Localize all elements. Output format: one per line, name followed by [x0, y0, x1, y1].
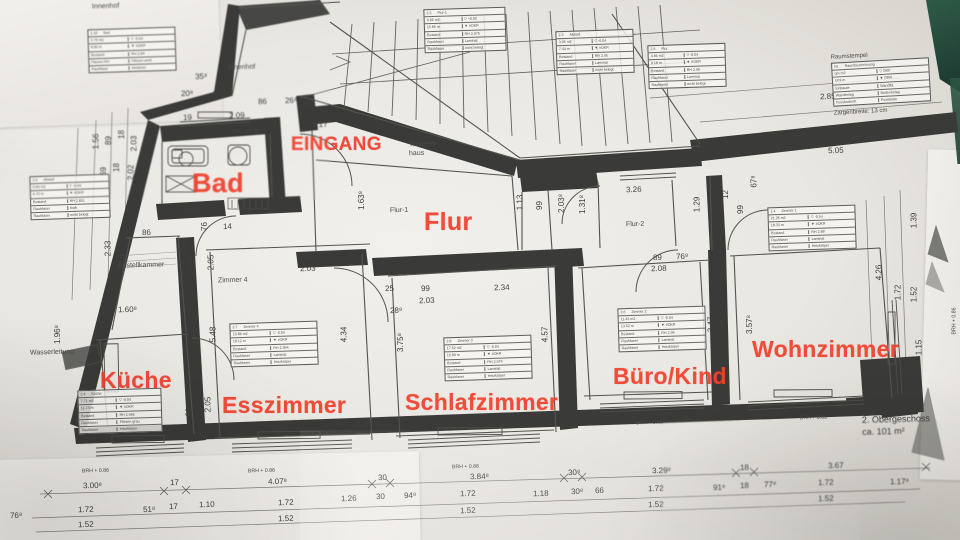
- dimension-dim-25: 25: [384, 283, 395, 294]
- dimension-dim-86: 86: [141, 227, 152, 238]
- dimension-dim-19: 19: [182, 112, 193, 123]
- plan-label-treppenhaus-2: haus: [408, 149, 425, 158]
- dimension-dim-326: 3.26: [625, 184, 642, 195]
- dimension-dim-217: 2.17: [311, 119, 328, 130]
- dimension-dim-99c: 99⁸: [301, 251, 315, 262]
- dimension-dim-234: 2.34: [493, 282, 510, 293]
- brh-label-brh-3: BRH + 0.86: [451, 463, 480, 471]
- dimension-dim-375: 3.75⁸: [395, 333, 405, 352]
- dimension-dim-77: 77⁸: [346, 254, 356, 267]
- red-label-esszimmer: Esszimmer: [222, 392, 346, 419]
- dimension-dim-152r: 1.52: [909, 286, 919, 303]
- dimension-dim-115: 1.15: [914, 339, 924, 356]
- dimension-dim-76a: 76: [199, 222, 209, 231]
- dimension-dim-89a: 89⁸: [187, 256, 197, 269]
- dimension-dim-86top: 86: [257, 96, 268, 107]
- dimension-dim-197: 1.97⁸: [180, 238, 190, 257]
- dimension-dim-18: 18: [302, 98, 313, 109]
- dimension-dim-347: 3.47: [706, 316, 716, 333]
- red-label-flur: Flur: [424, 208, 473, 236]
- dimension-dim-163: 1.63⁸: [356, 191, 366, 210]
- plan-label-innenhof-1: Innenhof: [91, 2, 120, 11]
- dimension-dim-129: 1.29: [692, 196, 702, 213]
- dimension-dim-28: 28⁸: [389, 305, 403, 316]
- dimension-dim-99b: 99: [735, 205, 745, 214]
- dimension-dim-18t2: 18: [111, 163, 121, 172]
- dimension-dim-20: 20⁸: [180, 88, 194, 99]
- brh-label-brh-right: BRH + 0.86: [951, 307, 958, 335]
- dimension-dim-203t: 2.03: [129, 135, 139, 152]
- dimension-dim-160: 1.60⁸: [117, 304, 138, 315]
- plan-label-treppenhaus-1: Treppen-: [408, 140, 438, 149]
- plan-label-flur-1: Flur-1: [389, 206, 409, 215]
- dimension-dim-205a: 2.05: [206, 254, 216, 271]
- red-label-schlafzimmer: Schlafzimmer: [405, 389, 559, 415]
- dimchain-mid-c2-948: 94⁸: [403, 490, 417, 501]
- dimension-dim-202: 2.02: [126, 164, 136, 181]
- shadow-bottom-right: [600, 370, 960, 540]
- dimchain-mid-c2-30: 30: [375, 491, 386, 502]
- dimension-dim-255: 2.55⁸: [182, 205, 203, 216]
- dimension-dim-89b: 89: [652, 252, 663, 263]
- dimension-dim-99a: 99: [534, 201, 544, 210]
- dimension-dim-99d: 99: [420, 283, 431, 294]
- brh-label-brh-top: BRH + 0.86: [231, 128, 260, 136]
- dimension-dim-233: 2.33: [103, 240, 113, 257]
- dimension-dim-172r: 1.72: [893, 284, 903, 301]
- dimension-dim-113: 1.13: [515, 194, 525, 211]
- dimension-dim-203a: 2.03⁸: [556, 194, 566, 213]
- plan-label-abstellkammer: Abstellkammer: [117, 261, 165, 270]
- plan-label-innenhof-2: Innenhof: [227, 63, 256, 72]
- dimchain-mid-c2-118: 1.18: [532, 488, 549, 499]
- dimension-dim-14: 14: [222, 221, 233, 232]
- dimension-dim-87: 87⁸: [212, 88, 226, 99]
- dimension-dim-203b: 2.03: [299, 263, 316, 274]
- dimension-dim-76b: 76⁸: [675, 251, 689, 262]
- red-label-eingang: EINGANG: [291, 134, 382, 155]
- dimension-dim-203c: 2.03: [418, 295, 435, 306]
- dimension-dim-35a: 35⁸: [194, 71, 208, 82]
- dimension-dim-67: 67⁸: [749, 175, 759, 188]
- dimension-dim-12: 12: [720, 190, 730, 199]
- dimension-dim-139: 1.39: [909, 212, 919, 229]
- dimension-dim-18t: 18: [116, 130, 126, 139]
- dimension-dim-209: 2.09: [228, 110, 245, 121]
- dimension-dim-457: 4.57: [540, 326, 550, 343]
- dimchain-upper-c1-384: 3.84⁸: [469, 471, 490, 482]
- red-label-bad: Bad: [192, 168, 244, 198]
- dimension-dim-110: 1.10: [311, 106, 328, 117]
- dimension-dim-89t: 89: [103, 136, 113, 145]
- red-label-buero-kind: Büro/Kind: [613, 363, 727, 390]
- dimension-dim-505: 5.05: [827, 145, 844, 156]
- dimension-dim-131: 1.31⁸: [577, 195, 587, 214]
- dimension-dim-357: 3.57⁸: [744, 315, 754, 334]
- dimchain-mid-c2-172c: 1.72: [459, 488, 476, 499]
- dimension-dim-26: 26⁸: [284, 95, 298, 106]
- dimchain-lower-c3-152c: 1.52: [459, 505, 476, 516]
- dimchain-mid-c2-305: 30⁸: [570, 486, 584, 497]
- dimension-dim-208: 2.08: [650, 263, 667, 274]
- shadow-bottom-left: [0, 320, 360, 540]
- dimension-dim-426: 4.26: [874, 264, 884, 281]
- plan-label-zimmer-4: Zimmer 4: [217, 276, 248, 285]
- dimchain-upper-c1-30: 30: [377, 472, 388, 483]
- dimension-dim-156: 1.56: [91, 133, 101, 150]
- plan-label-flur-2: Flur-2: [625, 220, 645, 229]
- red-label-wohnzimmer: Wohnzimmer: [752, 336, 899, 362]
- dimchain-upper-c1-305: 30⁸: [567, 467, 581, 478]
